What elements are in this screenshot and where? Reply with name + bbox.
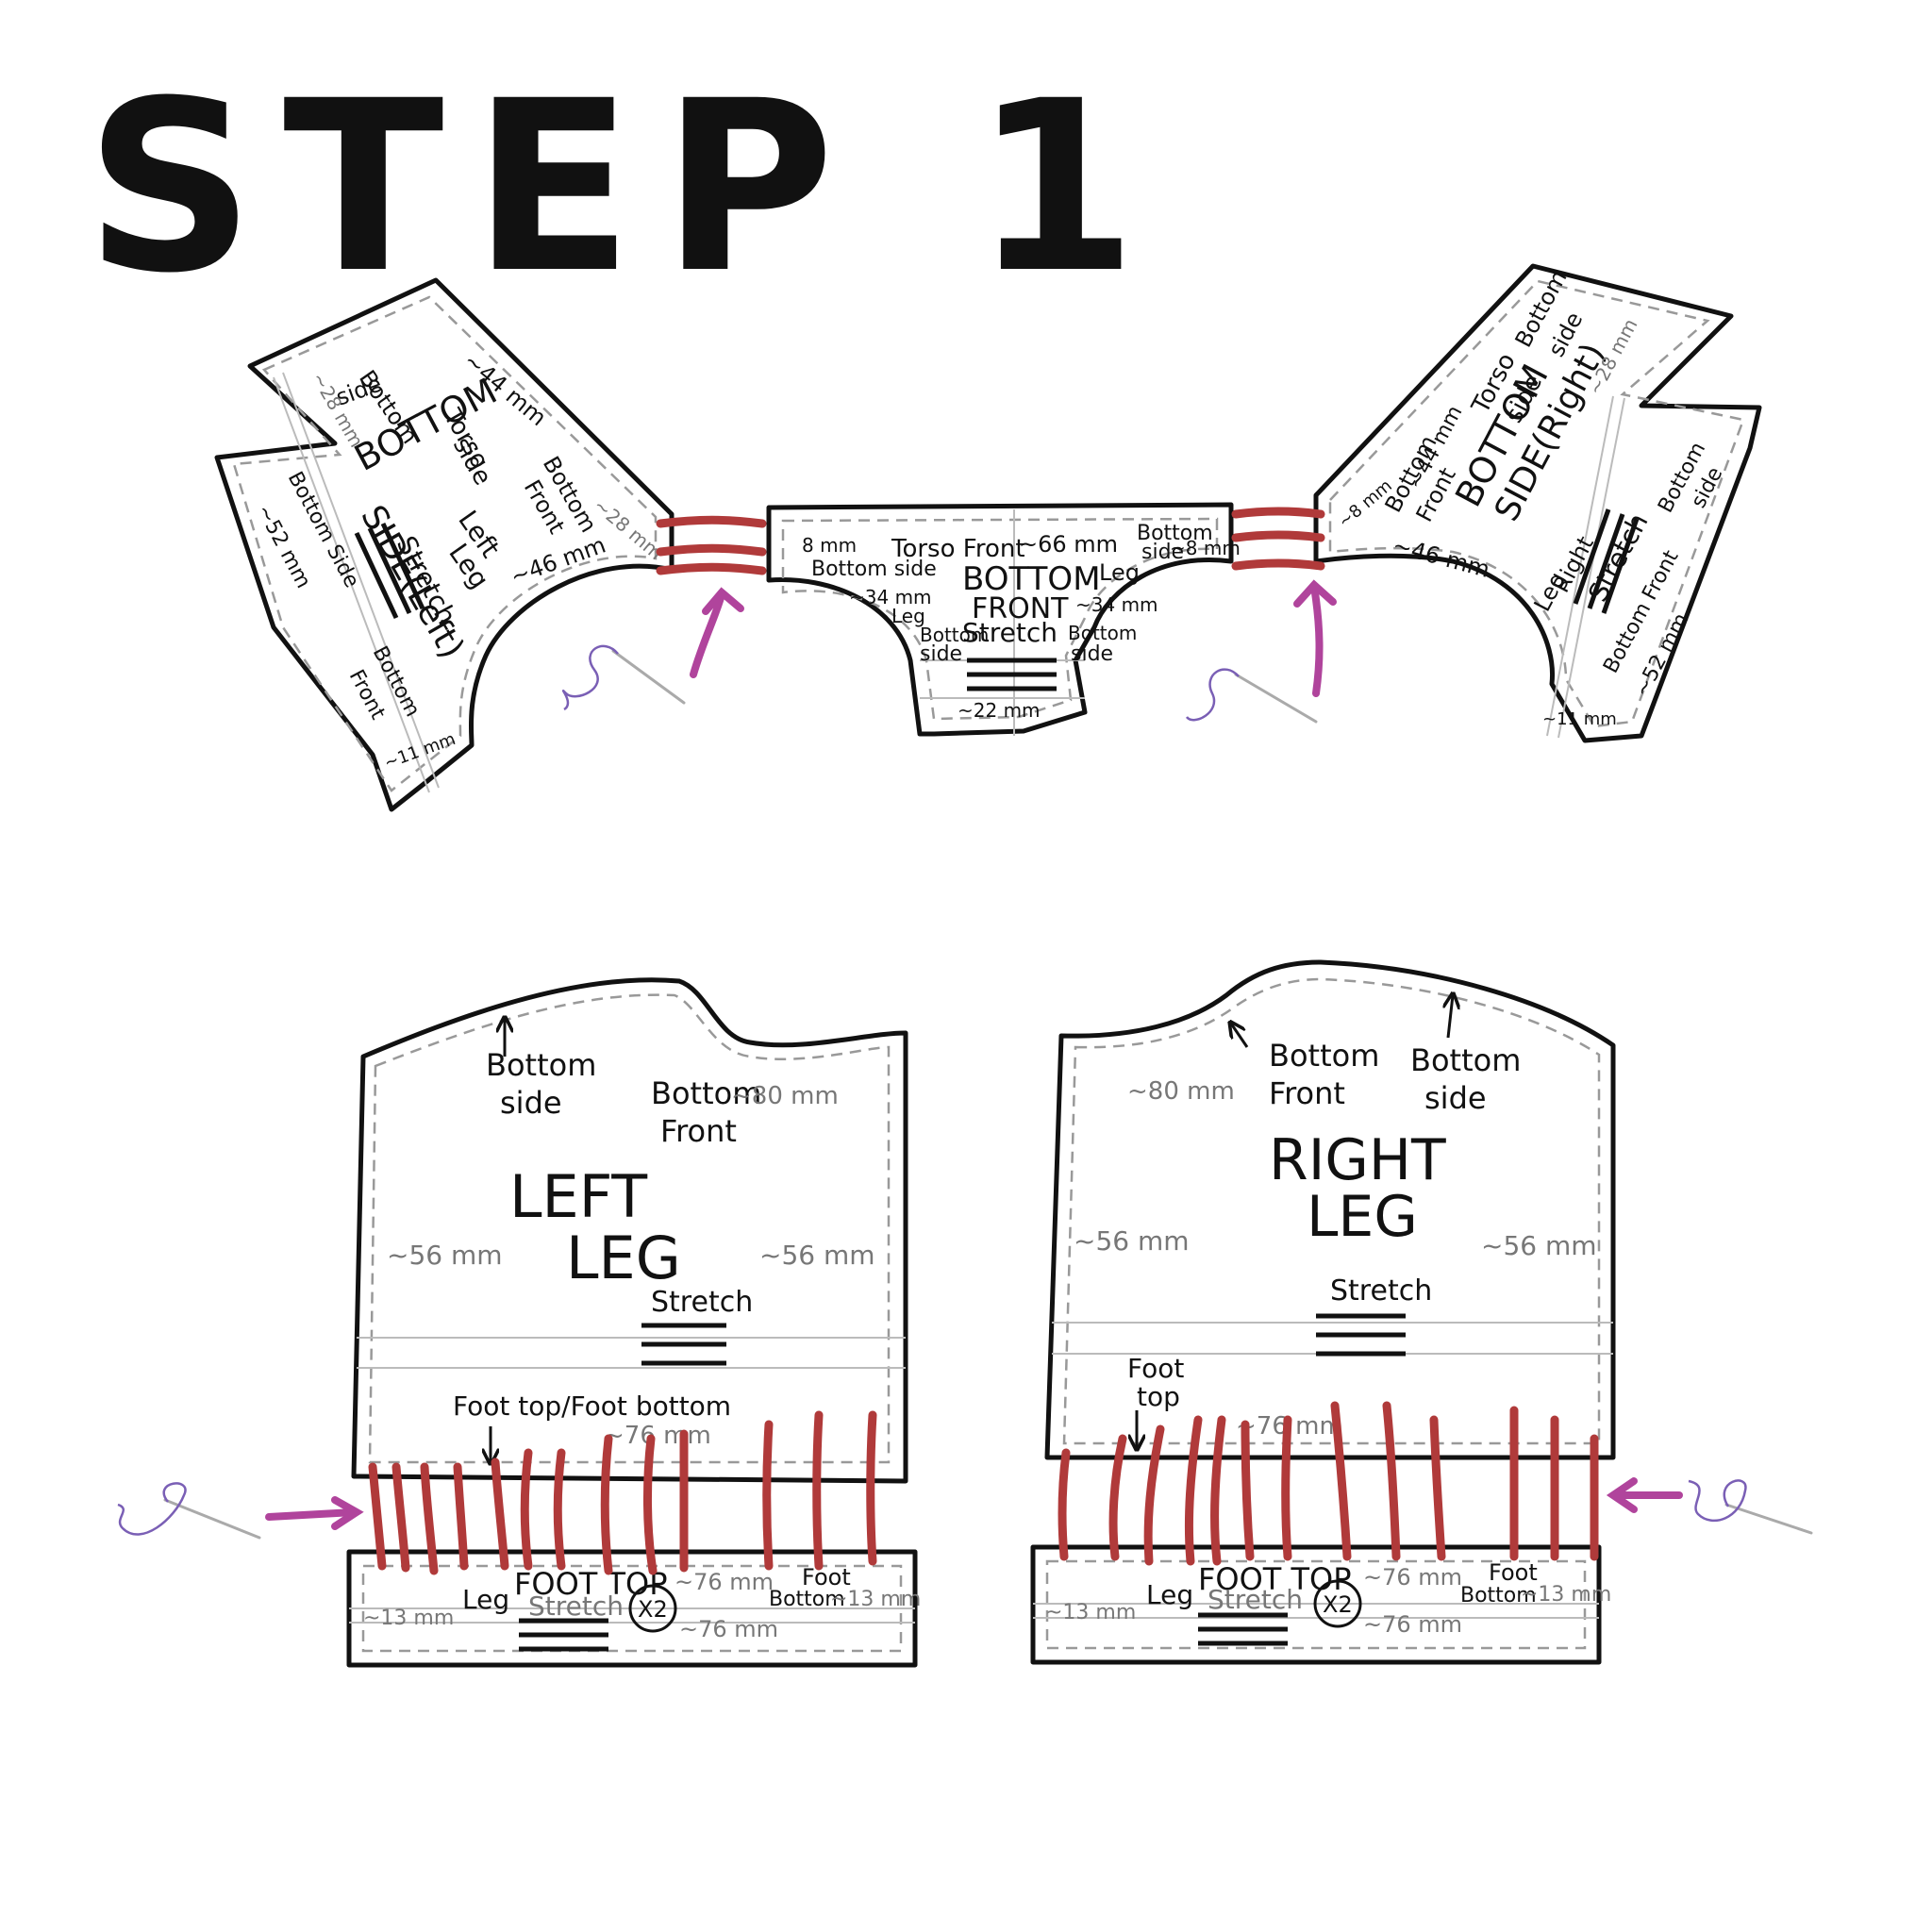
label: Leg — [1099, 559, 1140, 586]
measure: ~76 mm — [679, 1616, 778, 1642]
label: side — [1071, 642, 1113, 666]
label: Front — [660, 1113, 737, 1149]
label: Stretch — [962, 617, 1058, 648]
piece-name-line1: LEFT — [509, 1162, 648, 1231]
stitch-group-right-leg — [1058, 1401, 1599, 1566]
stretch-symbol — [1198, 1612, 1288, 1646]
label: Bottom — [769, 1588, 845, 1611]
piece-name-line1: RIGHT — [1269, 1127, 1446, 1193]
label: Stretch — [1208, 1584, 1303, 1615]
stitch-group-right — [1231, 507, 1325, 571]
label: Stretch — [1330, 1274, 1432, 1307]
measure: ~56 mm — [759, 1240, 875, 1271]
piece-name: FOOT TOP — [514, 1566, 668, 1602]
piece-foot-top-right: FOOT TOP X2 Leg Stretch Foot Bottom ~76 … — [1030, 1544, 1611, 1665]
stitch-arrow — [1293, 579, 1337, 697]
label: Foot — [802, 1564, 851, 1591]
stitch-group-left — [656, 515, 767, 575]
piece-name: FOOT TOP — [1198, 1561, 1352, 1597]
measure: ~46 mm — [1390, 532, 1492, 583]
label: Leg — [1146, 1579, 1193, 1610]
label: Foot — [1489, 1559, 1538, 1586]
label: Foot top/Foot bottom — [453, 1391, 731, 1422]
label: Bottom — [1269, 1038, 1379, 1074]
label: Bottom — [1410, 1042, 1521, 1078]
label: Bottom — [1460, 1584, 1537, 1607]
label: Bottom — [486, 1047, 596, 1083]
stretch-symbol — [967, 658, 1057, 691]
stretch-symbol — [1573, 508, 1640, 614]
label: side — [1141, 541, 1184, 564]
count-badge: X2 — [1323, 1591, 1353, 1618]
label: side — [920, 642, 962, 666]
label: side — [500, 1085, 562, 1121]
stitch-group-left-leg — [368, 1410, 877, 1575]
stretch-symbol — [1316, 1313, 1406, 1357]
needle-icon — [1688, 1479, 1813, 1535]
label: Stretch — [528, 1591, 624, 1622]
piece-foot-top-left: FOOT TOP X2 Leg Stretch Foot Bottom ~76 … — [346, 1549, 921, 1668]
label: Bottom — [1137, 522, 1213, 545]
label: side — [1424, 1080, 1487, 1116]
label: top — [1137, 1381, 1180, 1412]
measure: ~11 mm — [1542, 709, 1617, 729]
measure: ~22 mm — [958, 699, 1041, 722]
measure: ~80 mm — [1127, 1077, 1235, 1106]
needle-icon — [1185, 668, 1318, 724]
piece-name-line1: BOTTOM — [962, 560, 1101, 598]
measure: ~66 mm — [1019, 531, 1118, 558]
piece-right-leg: RIGHT LEG Bottom Front Bottom side Stret… — [1044, 959, 1616, 1460]
label: Torso Front — [891, 535, 1025, 563]
stitch-arrow — [265, 1496, 364, 1530]
measure: ~13 mm — [1521, 1583, 1611, 1607]
piece-bottom-front: BOTTOM FRONT Torso Front Bottom side Bot… — [766, 502, 1241, 737]
measure: ~34 mm — [849, 586, 932, 608]
measure: ~76 mm — [1363, 1564, 1462, 1591]
label: Bottom — [651, 1075, 761, 1111]
stitch-arrow — [690, 587, 744, 678]
label: Bottom side — [811, 558, 937, 581]
measure: ~13 mm — [363, 1607, 454, 1630]
page-title: STEP 1 — [85, 50, 1166, 325]
piece-name-line2: FRONT — [972, 592, 1069, 625]
count-badge: X2 — [638, 1596, 668, 1623]
measure: ~76 mm — [604, 1422, 711, 1450]
label: Leg — [891, 605, 925, 627]
stretch-symbol — [641, 1323, 726, 1366]
label: Bottom — [1068, 622, 1137, 644]
measure: ~46 mm — [507, 531, 608, 590]
stitch-arrow — [1606, 1477, 1683, 1513]
label: Stretch — [651, 1286, 753, 1319]
piece-name-line2: LEG — [566, 1224, 681, 1292]
label: Foot — [1127, 1353, 1184, 1384]
piece-bottom-side-left: BOTTOM SIDE(Left) Bottom side Torso side… — [214, 277, 675, 812]
measure: ~56 mm — [1074, 1225, 1190, 1257]
label: Bottom — [920, 624, 989, 646]
measure: ~56 mm — [387, 1240, 503, 1271]
label: Leg — [462, 1584, 509, 1615]
measure: ~13 mm — [1045, 1601, 1136, 1624]
measure: ~76 mm — [675, 1569, 774, 1595]
needle-icon — [561, 644, 686, 711]
needle-icon — [117, 1482, 261, 1540]
measure: ~13 mm — [830, 1588, 921, 1611]
measure: ~56 mm — [1481, 1230, 1597, 1261]
stretch-symbol — [519, 1618, 608, 1652]
label: Front — [1269, 1075, 1345, 1111]
stretch-symbol — [354, 522, 425, 620]
measure: ~76 mm — [1363, 1611, 1462, 1638]
measure: ~80 mm — [731, 1082, 839, 1110]
piece-name-line2: LEG — [1307, 1184, 1418, 1250]
piece-left-leg: LEFT LEG Bottom side Bottom Front Stretc… — [351, 977, 908, 1484]
measure: ~8 mm — [1170, 537, 1241, 559]
measure: ~34 mm — [1075, 593, 1158, 616]
piece-bottom-side-right: BOTTOM SIDE(Right) Torso side Bottom sid… — [1313, 263, 1762, 743]
measure: 8 mm — [802, 534, 857, 557]
